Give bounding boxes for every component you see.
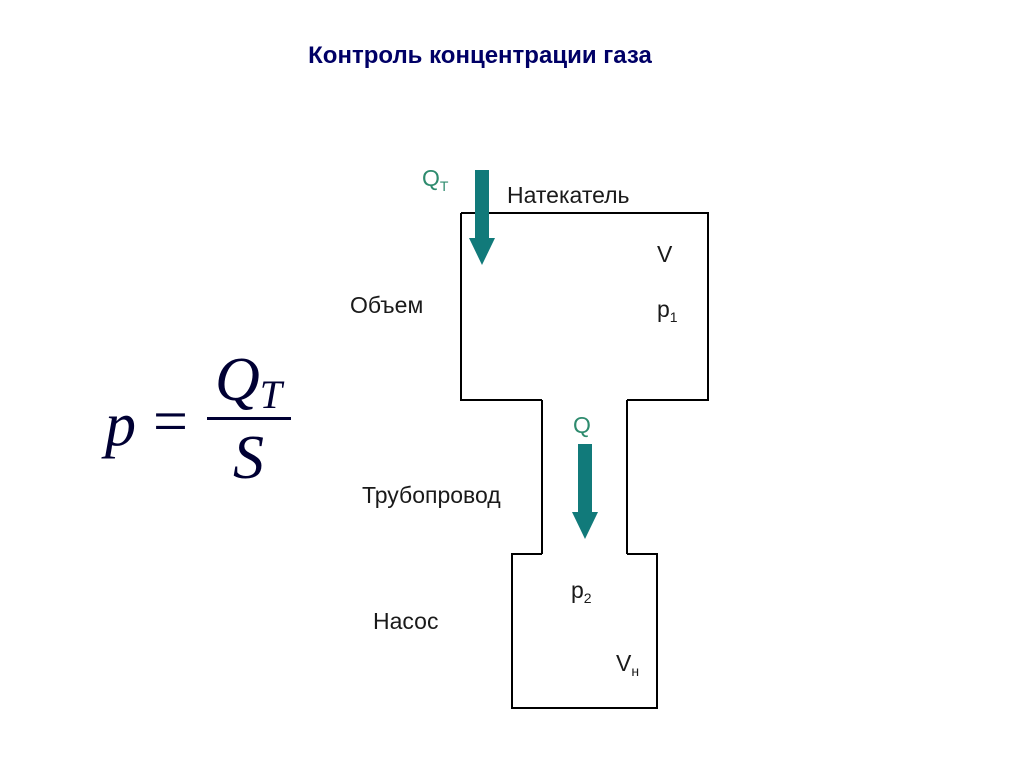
- leak-flow-arrow: [469, 170, 495, 265]
- page-title: Контроль концентрации газа: [308, 42, 652, 69]
- formula-denominator: S: [233, 424, 264, 492]
- pipeline-label: Трубопровод: [362, 482, 501, 508]
- pump-volume-label: Vн: [616, 650, 640, 679]
- pipeline-flow-arrow: [572, 444, 598, 539]
- volume-V-label: V: [657, 241, 673, 267]
- volume-label: Объем: [350, 292, 424, 318]
- leak-valve-label: Натекатель: [507, 182, 630, 208]
- pressure-p2-label: p2: [571, 577, 592, 606]
- formula-equals: =: [153, 388, 188, 456]
- pump-chamber: [511, 553, 658, 709]
- pressure-formula: p = QT S: [105, 345, 305, 495]
- leak-flow-label: QT: [422, 165, 449, 194]
- pipeline-flow-label: Q: [573, 412, 591, 438]
- volume-chamber: [460, 212, 709, 401]
- formula-numerator: QT: [215, 346, 283, 417]
- formula-lhs: p: [105, 391, 136, 459]
- pressure-p1-label: p1: [657, 296, 678, 325]
- pump-label: Насос: [373, 608, 439, 634]
- formula-fraction-bar: [207, 417, 291, 420]
